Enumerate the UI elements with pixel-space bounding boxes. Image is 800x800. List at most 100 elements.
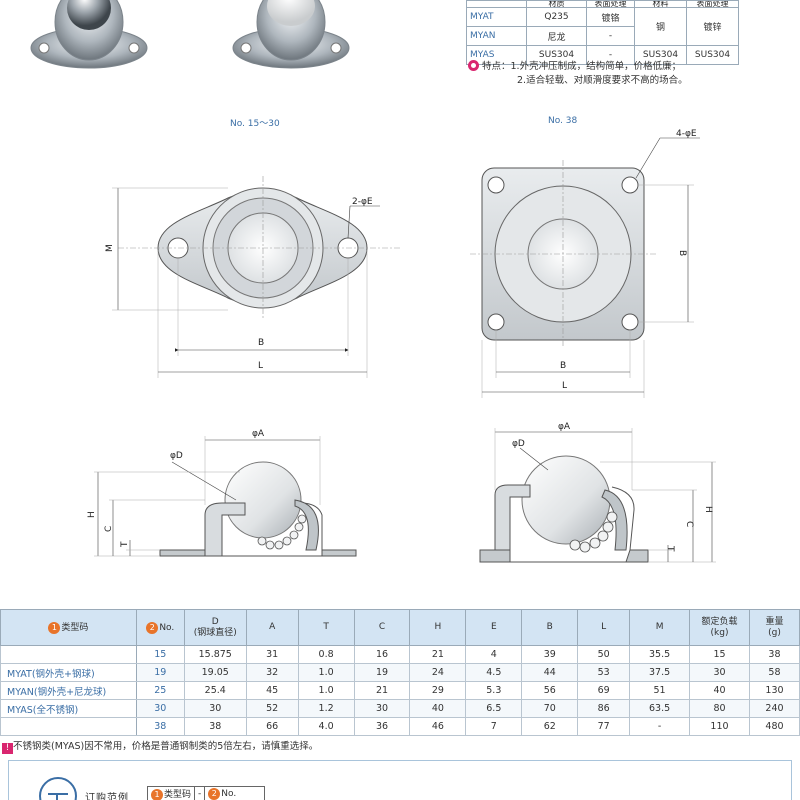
value-cell: 86 bbox=[577, 699, 631, 718]
value-cell: 40 bbox=[409, 699, 467, 718]
features-label: 特点： bbox=[482, 61, 511, 72]
ball-surface-cell: 镀锌 bbox=[686, 7, 739, 46]
material-table-header: 材质 表面处理 材料 表面处理 bbox=[466, 0, 739, 8]
value-cell: 480 bbox=[748, 717, 800, 736]
note: !不锈钢类(MYAS)因不常用，价格是普通钢制类的5倍左右，请慎重选择。 bbox=[2, 738, 318, 754]
value-cell: 66 bbox=[245, 717, 299, 736]
value-cell: 51 bbox=[629, 681, 691, 700]
drawing-title-left: No. 15～30 bbox=[230, 119, 280, 129]
header-H: H bbox=[409, 609, 467, 646]
value-cell: 1.2 bbox=[297, 699, 355, 718]
value-cell: 16 bbox=[353, 645, 411, 664]
top-view-square: 4-φE B B L bbox=[470, 129, 700, 398]
value-cell: 40 bbox=[689, 681, 750, 700]
dim-C-left: C bbox=[104, 526, 114, 532]
value-cell: 15 bbox=[689, 645, 750, 664]
header-B: B bbox=[521, 609, 579, 646]
value-cell: 37.5 bbox=[629, 663, 691, 682]
product-photo-steel-ball bbox=[30, 0, 148, 78]
value-cell: 62 bbox=[521, 717, 579, 736]
dim-D-right: φD bbox=[512, 439, 525, 449]
header-D: D(钢球直径) bbox=[183, 609, 247, 646]
dim-B-right: B bbox=[560, 361, 566, 371]
value-cell: 240 bbox=[748, 699, 800, 718]
material-row: MYAN 尼龙 - bbox=[466, 26, 739, 46]
value-cell: 21 bbox=[353, 681, 411, 700]
ball-material-cell: SUS304 bbox=[634, 45, 687, 65]
value-cell: 24 bbox=[409, 663, 467, 682]
header-weight: 重量(g) bbox=[748, 609, 800, 646]
material-row: MYAT Q235 镀铬 钢 镀锌 bbox=[466, 7, 739, 46]
dim-4E: 4-φE bbox=[676, 129, 697, 139]
value-cell: 15.875 bbox=[183, 645, 247, 664]
value-cell: 31 bbox=[245, 645, 299, 664]
value-cell: 25.4 bbox=[183, 681, 247, 700]
series-cell: MYAN(钢外壳+尼龙球) bbox=[0, 681, 137, 700]
value-cell: 7 bbox=[465, 717, 523, 736]
drawing-title-right: No. 38 bbox=[548, 116, 578, 126]
bullet-icon bbox=[468, 60, 479, 71]
value-cell: 69 bbox=[577, 681, 631, 700]
side-view-left: φA φD H C T bbox=[87, 429, 357, 557]
value-cell: 46 bbox=[409, 717, 467, 736]
value-cell: 45 bbox=[245, 681, 299, 700]
value-cell: - bbox=[629, 717, 691, 736]
series-cell: MYAT(钢外壳+钢球) bbox=[0, 663, 137, 682]
dim-A-right: φA bbox=[558, 422, 571, 432]
dim-T-left: T bbox=[120, 541, 130, 548]
series-cell: MYAS(全不锈钢) bbox=[0, 699, 137, 718]
technical-drawings: M B L 2-φE 4-φE B bbox=[87, 129, 716, 563]
dim-H-right: H bbox=[703, 506, 713, 513]
product-photo-nylon-ball bbox=[232, 0, 350, 78]
features-line-1: 1.外壳冲压制成，结构简单，价格低廉； bbox=[510, 61, 682, 72]
dim-D-left: φD bbox=[170, 451, 183, 461]
value-cell: 56 bbox=[521, 681, 579, 700]
value-cell: 50 bbox=[577, 645, 631, 664]
side-view-right: φA φD H C T bbox=[479, 422, 716, 563]
value-cell: 32 bbox=[245, 663, 299, 682]
dim-2E: 2-φE bbox=[352, 197, 373, 207]
badge-2: 2 bbox=[146, 621, 159, 634]
value-cell: 19 bbox=[353, 663, 411, 682]
value-cell: 110 bbox=[689, 717, 750, 736]
value-cell: 35.5 bbox=[629, 645, 691, 664]
value-cell: 58 bbox=[748, 663, 800, 682]
series-cell bbox=[0, 645, 137, 664]
value-cell: 1.0 bbox=[297, 663, 355, 682]
value-cell: 44 bbox=[521, 663, 579, 682]
value-cell: 6.5 bbox=[465, 699, 523, 718]
value-cell: 1.0 bbox=[297, 681, 355, 700]
header-M: M bbox=[629, 609, 691, 646]
value-cell: 21 bbox=[409, 645, 467, 664]
note-text: 不锈钢类(MYAS)因不常用，价格是普通钢制类的5倍左右，请慎重选择。 bbox=[13, 741, 319, 752]
value-cell: 77 bbox=[577, 717, 631, 736]
value-cell: 38 bbox=[183, 717, 247, 736]
dim-C-right: C bbox=[684, 521, 694, 527]
value-cell: 39 bbox=[521, 645, 579, 664]
header-load: 额定负载(kg) bbox=[689, 609, 750, 646]
material-row: MYAS SUS304 - SUS304 SUS304 bbox=[466, 45, 739, 65]
order-separator: - bbox=[194, 786, 206, 800]
warning-icon: ! bbox=[2, 743, 13, 754]
dim-L-right: L bbox=[562, 381, 567, 391]
value-cell: 30 bbox=[353, 699, 411, 718]
badge-1: 1 bbox=[48, 621, 61, 634]
value-cell: 130 bbox=[748, 681, 800, 700]
header-A: A bbox=[245, 609, 299, 646]
value-cell: 38 bbox=[748, 645, 800, 664]
value-cell: 4.0 bbox=[297, 717, 355, 736]
header-C: C bbox=[353, 609, 411, 646]
dim-B-vert: B bbox=[677, 250, 687, 256]
material-cell: SUS304 bbox=[526, 45, 587, 65]
